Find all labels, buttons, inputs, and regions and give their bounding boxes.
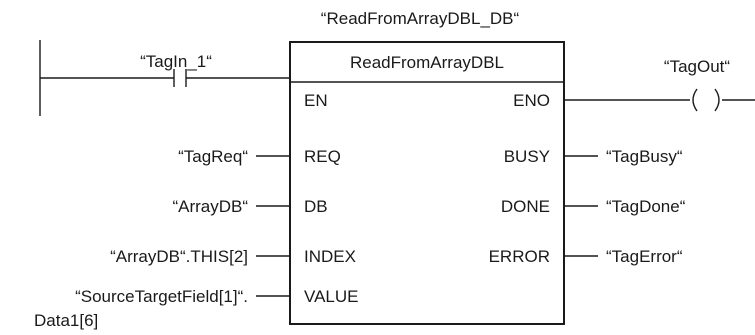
function-block[interactable]: ReadFromArrayDBL EN REQ DB INDEX VALUE E… [289, 41, 565, 325]
pin-error: ERROR [489, 247, 550, 266]
instance-db-label: “ReadFromArrayDBL_DB“ [321, 9, 520, 28]
param-db[interactable]: “ArrayDB“ [172, 197, 248, 216]
pin-value: VALUE [304, 287, 359, 306]
normally-open-contact[interactable] [173, 69, 187, 87]
pin-eno: ENO [513, 91, 550, 110]
pin-busy: BUSY [504, 147, 550, 166]
block-title: ReadFromArrayDBL [350, 53, 504, 72]
param-value-line2[interactable]: Data1[6] [34, 311, 98, 330]
output-coil[interactable] [692, 88, 720, 112]
contact-tag-label: “TagIn_1“ [140, 52, 212, 71]
coil-left-arc [692, 88, 698, 112]
pin-index: INDEX [304, 247, 356, 266]
pin-done: DONE [501, 197, 550, 216]
param-error[interactable]: “TagError“ [606, 247, 683, 266]
param-req[interactable]: “TagReq“ [178, 147, 248, 166]
pin-en: EN [304, 91, 328, 110]
param-done[interactable]: “TagDone“ [606, 197, 686, 216]
pin-db: DB [304, 197, 328, 216]
pin-req: REQ [304, 147, 341, 166]
param-busy[interactable]: “TagBusy“ [606, 147, 683, 166]
coil-tag-label: “TagOut“ [664, 57, 730, 76]
param-value-line1[interactable]: “SourceTargetField[1]“. [75, 287, 248, 306]
coil-right-arc [714, 88, 720, 112]
param-index[interactable]: “ArrayDB“.THIS[2] [110, 247, 248, 266]
block-frame [289, 41, 565, 325]
